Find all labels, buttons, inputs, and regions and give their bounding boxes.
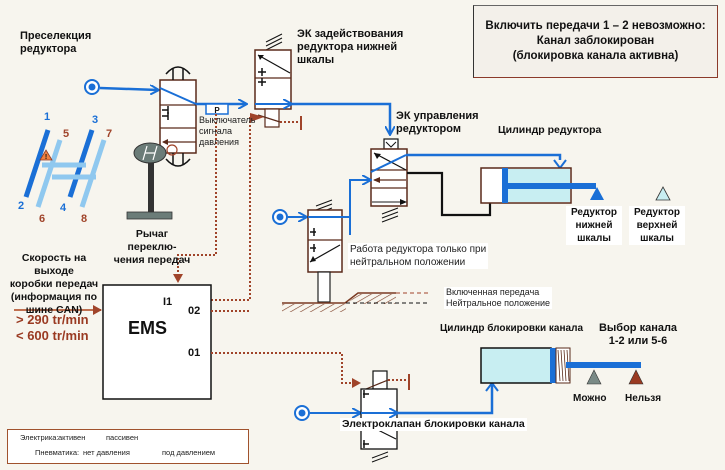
gear-lever[interactable] [126,142,173,220]
legend-no-pressure: нет давления [83,448,130,457]
air-source-interlock [272,209,288,225]
legend: Электрика: активен пассивен Пневматика: … [7,429,249,464]
cam-profile [282,292,430,312]
reducer-control-valve[interactable] [370,138,408,223]
neutral-interlock-valve[interactable] [307,199,343,303]
speed-range: > 290 tr/min < 600 tr/min [16,312,89,344]
status-line-3: (блокировка канала активна) [512,50,679,62]
legend-pneumatic: Пневматика: [35,448,80,457]
channel-lock-cylinder [480,347,641,384]
gear-7: 7 [106,128,113,140]
low-range-indicator [590,187,604,200]
channel-lock-cylinder-label: Цилиндр блокировки канала [440,323,584,334]
speed-min: > 290 tr/min [16,312,89,327]
svg-text:!: ! [45,154,47,161]
gear-lever-label: Рычаг переклю-чения передач [113,228,191,266]
allowed-indicator [586,369,602,385]
gear-6: 6 [39,213,46,225]
allowed-label: Можно [573,393,607,404]
channel-lock-solenoid-valve[interactable] [360,370,410,463]
gear-pattern: ! [23,129,107,208]
forbidden-indicator [628,369,644,385]
gear-8: 8 [81,213,88,225]
air-line [291,102,390,134]
legend-active: активен [58,433,86,442]
status-line-1: Включить передачи 1 – 2 невозможно: [485,20,706,32]
gear-2: 2 [18,200,25,212]
air-line-unpressurized [407,171,492,217]
air-line [406,153,562,160]
low-range-solenoid-valve[interactable] [254,33,292,128]
speed-max: < 600 tr/min [16,328,89,343]
legend-electric: Электрика: [20,433,59,442]
gear-1: 1 [44,111,51,123]
ems-input-i1: I1 [163,296,173,308]
forbidden-label: Нельзя [625,393,662,404]
preselection-valve[interactable] [159,66,197,167]
reducer-cylinder [480,167,596,204]
neutral-position-label: Нейтральное положение [446,298,551,308]
gear-engaged-label: Включенная передача [446,287,540,297]
air-source-lock [294,405,310,421]
air-line [397,385,494,415]
status-message-box: Включить передачи 1 – 2 невозможно: Кана… [473,5,718,78]
cam-legend: Включенная передача Нейтральное положени… [444,287,553,309]
channel-lock-valve-label: Электроклапан блокировки канала [340,418,527,431]
gear-5: 5 [63,128,70,140]
ems-output-o2: 02 [188,305,201,317]
ems-output-o1: 01 [188,347,201,359]
ems-unit[interactable] [102,284,212,400]
air-source-preselection [84,79,100,95]
legend-under-pressure: под давлением [162,448,216,457]
high-range-indicator [655,186,671,201]
legend-passive: пассивен [106,433,139,442]
ems-label: EMS [128,318,168,338]
gear-3: 3 [92,114,99,126]
status-line-2: Канал заблокирован [536,35,655,47]
warning-icon [39,149,53,161]
gear-4: 4 [60,202,67,214]
reducer-cylinder-label: Цилиндр редуктора [498,124,602,136]
pressure-switch-mark: P [214,106,220,115]
air-line [99,88,158,90]
